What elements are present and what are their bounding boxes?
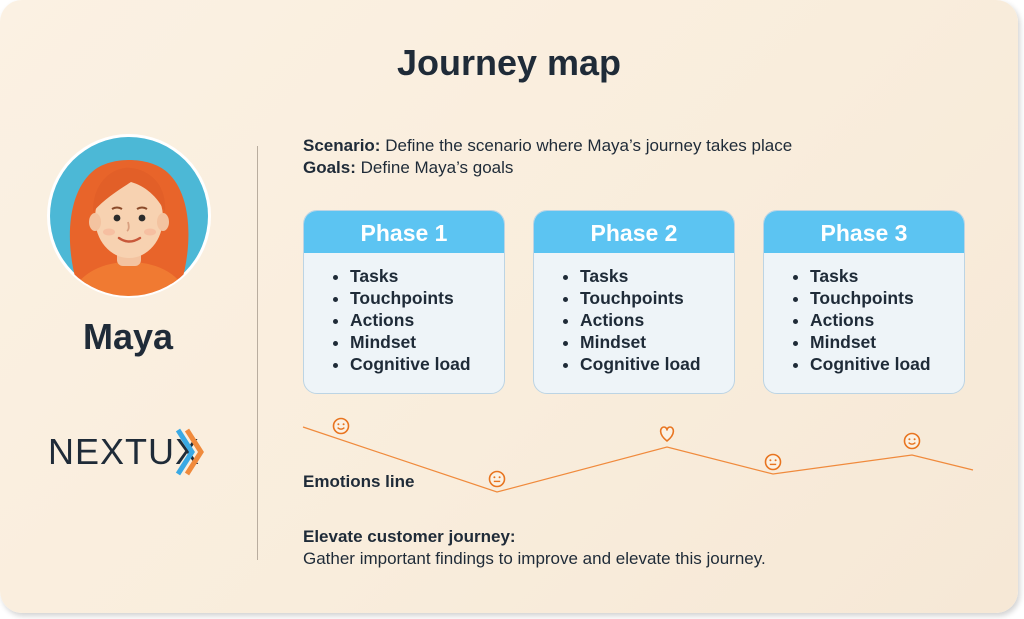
- phase-item: Touchpoints: [580, 287, 734, 309]
- scenario-text: Define the scenario where Maya’s journey…: [380, 136, 793, 155]
- persona-avatar: [47, 134, 211, 298]
- phase-list: Tasks Touchpoints Actions Mindset Cognit…: [764, 265, 964, 375]
- goals-text: Define Maya’s goals: [355, 158, 514, 177]
- phase-item: Actions: [350, 309, 504, 331]
- page-title: Journey map: [396, 42, 622, 83]
- phase-item: Mindset: [810, 331, 964, 353]
- emotions-line-label: Emotions line: [303, 472, 415, 491]
- neutral-face-icon: [764, 453, 782, 471]
- nextux-logo: NEXTUX: [48, 428, 204, 476]
- phase-list: Tasks Touchpoints Actions Mindset Cognit…: [304, 265, 504, 375]
- phase-item: Tasks: [350, 265, 504, 287]
- goals-line: Goals: Define Maya’s goals: [303, 158, 513, 178]
- phase-item: Cognitive load: [810, 353, 964, 375]
- logo-text: NEXTUX: [48, 431, 200, 472]
- persona-name: Maya: [82, 316, 174, 357]
- smile-icon: [903, 432, 921, 450]
- phase-item: Tasks: [810, 265, 964, 287]
- neutral-face-icon: [488, 470, 506, 488]
- phase-item: Mindset: [580, 331, 734, 353]
- phase-item: Mindset: [350, 331, 504, 353]
- phase-title: Phase 1: [304, 211, 504, 253]
- phase-title: Phase 3: [764, 211, 964, 253]
- phase-item: Actions: [580, 309, 734, 331]
- heart-icon: [659, 426, 675, 442]
- phase-card-2: Phase 2 Tasks Touchpoints Actions Mindse…: [533, 210, 735, 394]
- phase-item: Actions: [810, 309, 964, 331]
- phase-item: Cognitive load: [580, 353, 734, 375]
- elevate-title: Elevate customer journey:: [303, 527, 516, 546]
- phase-title: Phase 2: [534, 211, 734, 253]
- phase-card-3: Phase 3 Tasks Touchpoints Actions Mindse…: [763, 210, 965, 394]
- scenario-label: Scenario:: [303, 136, 381, 155]
- phase-list: Tasks Touchpoints Actions Mindset Cognit…: [534, 265, 734, 375]
- elevate-text: Gather important findings to improve and…: [303, 549, 766, 568]
- smile-icon: [332, 417, 350, 435]
- phase-item: Tasks: [580, 265, 734, 287]
- phase-item: Touchpoints: [350, 287, 504, 309]
- phase-card-1: Phase 1 Tasks Touchpoints Actions Mindse…: [303, 210, 505, 394]
- goals-label: Goals:: [303, 158, 356, 177]
- phase-item: Touchpoints: [810, 287, 964, 309]
- scenario-line: Scenario: Define the scenario where Maya…: [303, 136, 792, 156]
- phase-item: Cognitive load: [350, 353, 504, 375]
- vertical-divider: [257, 146, 258, 560]
